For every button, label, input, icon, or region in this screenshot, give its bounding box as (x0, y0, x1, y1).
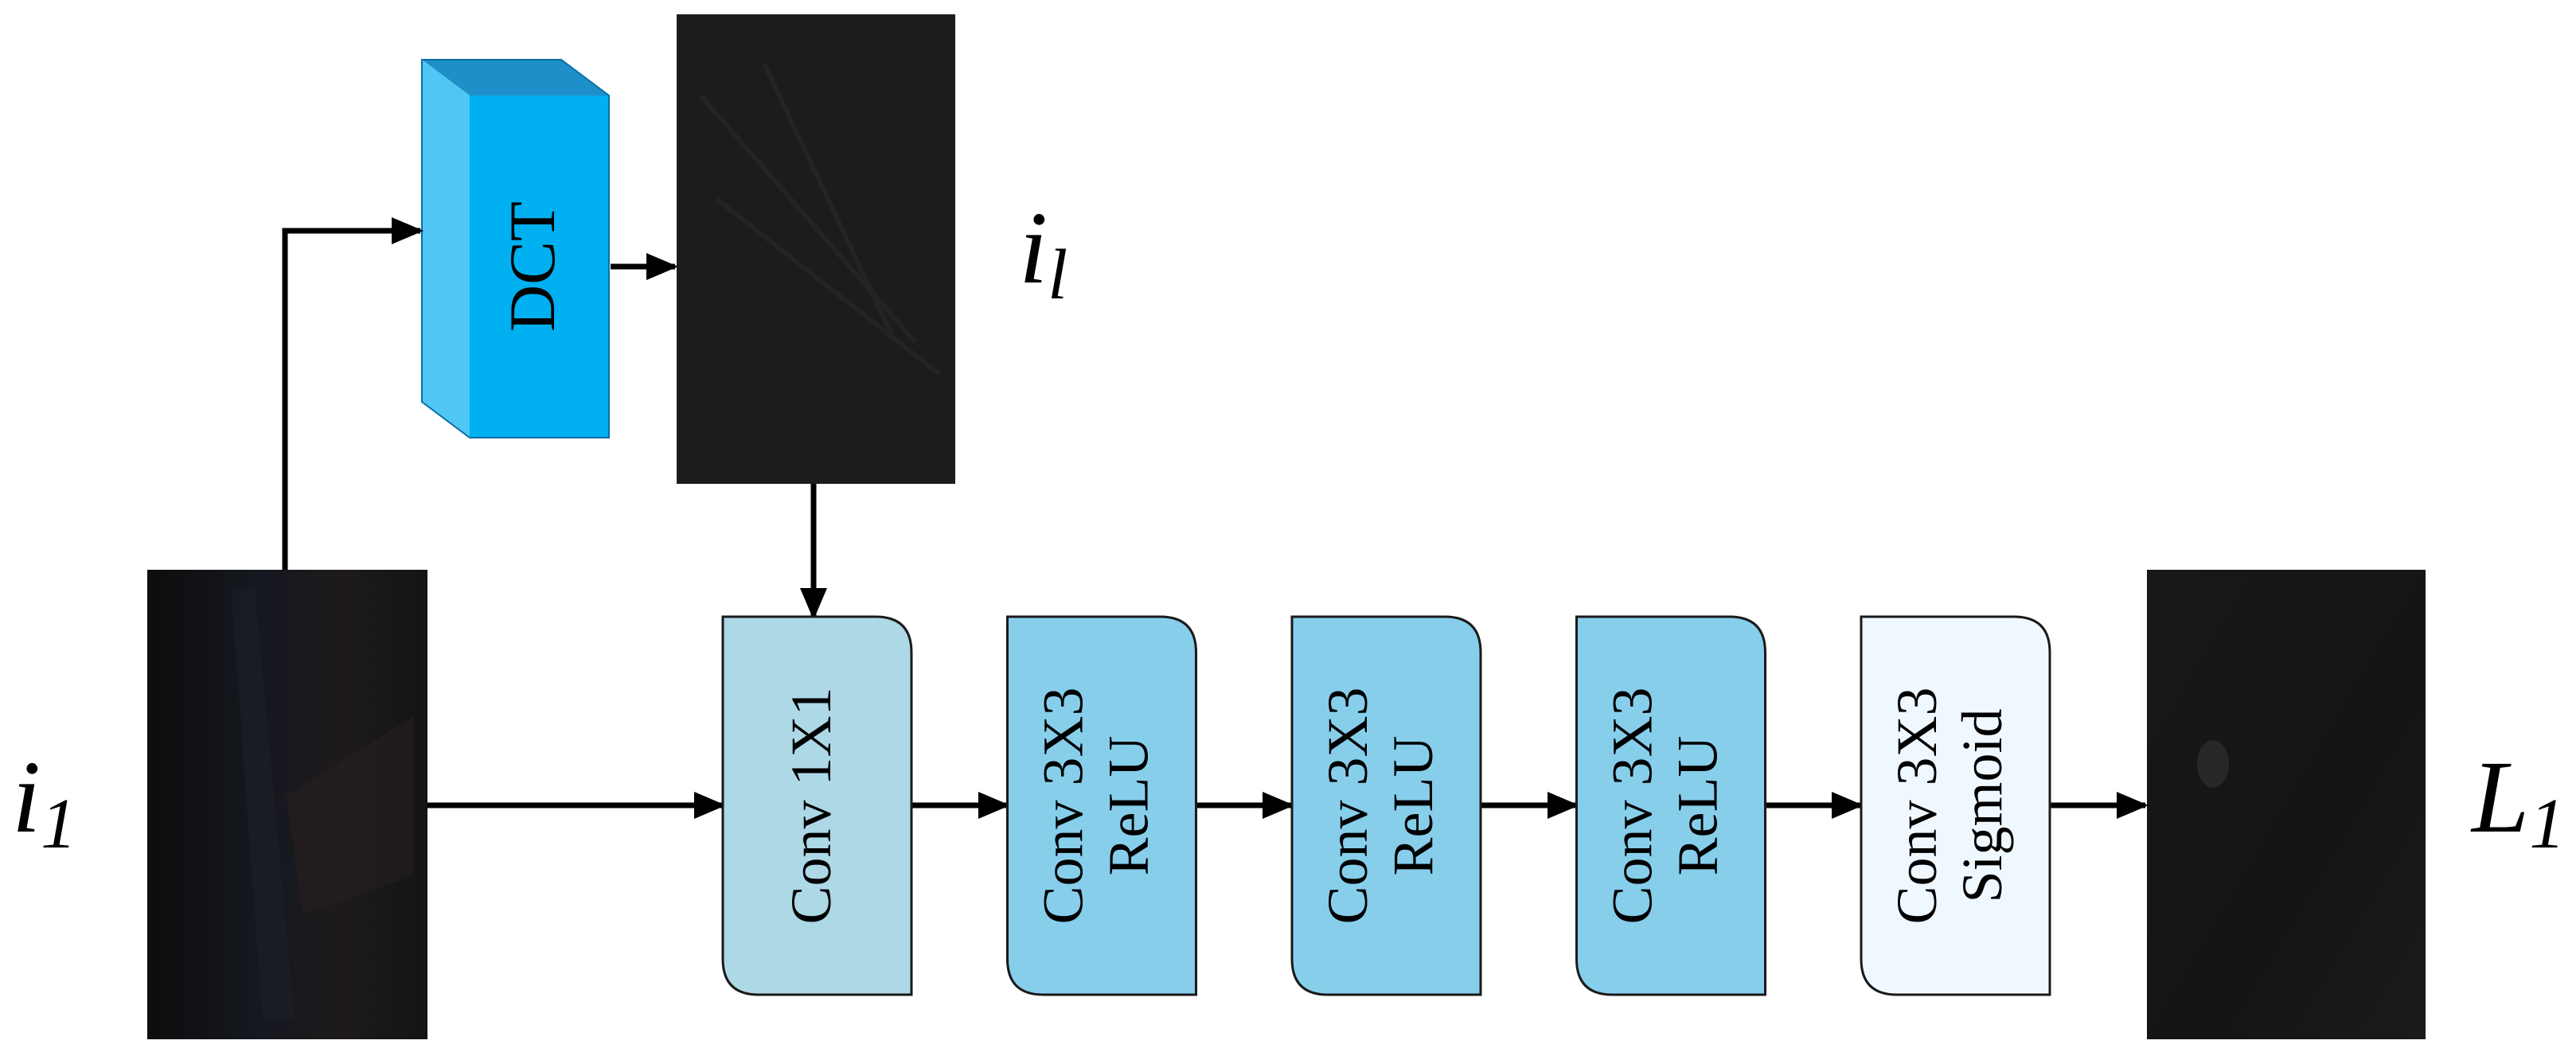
input-image (147, 570, 427, 1039)
svg-text:il: il (1019, 191, 1067, 314)
conv-block-1: Conv 1X1 (721, 615, 913, 996)
conv-block-activation-label: Sigmoid (1950, 708, 2014, 902)
conv-block-shape (1006, 615, 1197, 996)
conv-block-shape (1575, 615, 1766, 996)
dct-label: DCT (496, 201, 568, 332)
conv-block-shape (721, 615, 913, 996)
conv-block-activation-label: ReLU (1666, 736, 1730, 876)
output-label: L1 (2470, 740, 2565, 863)
connectors (282, 217, 2149, 819)
conv-block-activation-label: ReLU (1097, 736, 1161, 876)
input-label: i1 (12, 740, 76, 863)
dct-image (677, 14, 955, 484)
svg-text:L1: L1 (2470, 740, 2565, 863)
dct-block: DCT (421, 59, 610, 438)
conv-block-op-label: Conv 3X3 (1885, 687, 1949, 924)
conv-block-activation-label: ReLU (1381, 736, 1445, 876)
input-to-dct-arrow (282, 217, 423, 570)
conv-block-op-label: Conv 3X3 (1601, 687, 1665, 924)
conv-block-shape (1290, 615, 1482, 996)
dct-image-label: il (1019, 191, 1067, 314)
svg-text:i1: i1 (12, 740, 76, 863)
conv-block-op-label: Conv 3X3 (1032, 687, 1095, 924)
output-image (2147, 570, 2426, 1039)
conv-block-op-label: Conv 1X1 (779, 687, 843, 924)
conv-block-shape (1860, 615, 2051, 996)
conv-block-op-label: Conv 3X3 (1316, 687, 1380, 924)
